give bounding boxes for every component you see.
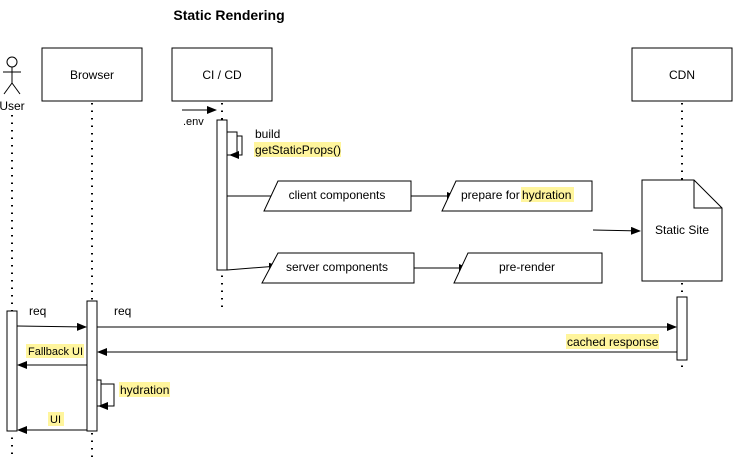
client-components-shape: [263, 180, 412, 212]
user-activation: [6, 310, 18, 432]
hydration-self-arrow: [98, 383, 115, 410]
cicd-label: CI / CD: [202, 68, 242, 82]
pre-render-label: pre-render: [499, 260, 555, 274]
browser-label: Browser: [70, 68, 114, 82]
env-label: .env: [183, 116, 204, 128]
req-browser-label: req: [114, 304, 131, 318]
user-actor-head: [6, 56, 18, 68]
prepare-hydration-highlight: [521, 187, 574, 202]
diagram-title: Static Rendering: [173, 7, 284, 23]
ui-highlight: [48, 412, 64, 426]
cicd-box: [171, 47, 273, 102]
req-user-to-browser-arrow: [16, 322, 87, 331]
prepare-hydration-label: prepare for hydration: [461, 188, 571, 202]
cached-response-highlight: [566, 334, 659, 349]
cached-response-label: cached response: [567, 335, 659, 349]
hydration-label: hydration: [120, 383, 169, 397]
build-label: build: [255, 127, 280, 141]
build-self-arrow: [229, 135, 243, 159]
user-label: User: [0, 99, 25, 113]
fallback-ui-highlight: [26, 344, 84, 358]
pre-render-shape: [453, 252, 603, 284]
cicd-activation: [216, 119, 228, 271]
user-actor: [3, 56, 21, 95]
ui-label: UI: [50, 414, 61, 426]
req-user-label: req: [29, 304, 46, 318]
static-site-fold: [693, 180, 722, 209]
browser-box: [41, 47, 143, 102]
hydration-highlight: [119, 382, 170, 397]
client-components-label: client components: [289, 188, 386, 202]
server-components-label: server components: [286, 260, 388, 274]
fallback-ui-label: Fallback UI: [28, 346, 83, 358]
to-server-components-arrow: [226, 262, 279, 271]
cdn-label: CDN: [669, 68, 695, 82]
get-static-props-highlight: [254, 142, 341, 157]
hydration-activation: [96, 379, 102, 407]
server-components-shape: [261, 252, 415, 284]
cdn-activation: [676, 296, 688, 361]
browser-activation: [86, 300, 98, 432]
cdn-box: [631, 47, 733, 102]
to-static-site-arrow: [592, 226, 641, 235]
static-site-label: Static Site: [655, 223, 709, 237]
get-static-props-label: getStaticProps(): [255, 143, 341, 157]
static-site-document: [641, 179, 723, 282]
build-activation: [226, 131, 238, 156]
